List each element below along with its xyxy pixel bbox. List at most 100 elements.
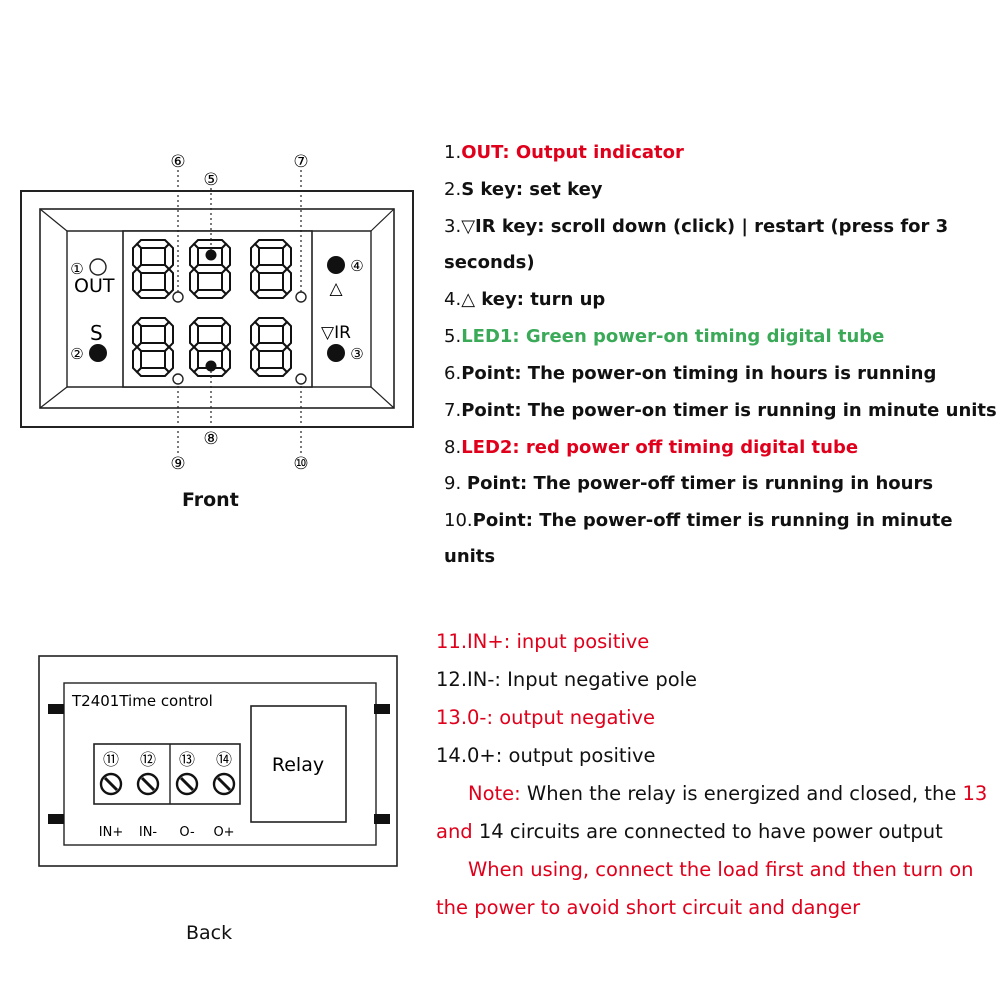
note-line-1: Note: When the relay is energized and cl… bbox=[468, 782, 987, 805]
digit-segment bbox=[164, 345, 174, 374]
back-caption: Back bbox=[186, 922, 233, 944]
marker-10: ⑩ bbox=[293, 454, 308, 474]
back-item-12: 12.IN-: Input negative pole bbox=[436, 668, 698, 691]
digit-segment bbox=[253, 289, 289, 299]
relay-label: Relay bbox=[272, 754, 324, 776]
front-item-line: 8.LED2: red power off timing digital tub… bbox=[444, 437, 858, 458]
digit-segment bbox=[192, 342, 228, 352]
front-item-line: 3.▽IR key: scroll down (click) | restart… bbox=[444, 216, 948, 237]
back-item-14: 14.0+: output positive bbox=[436, 744, 656, 767]
front-item-line: 9. Point: The power-off timer is running… bbox=[444, 473, 933, 494]
front-item-line: 4.△ key: turn up bbox=[444, 289, 605, 310]
front-item-text: S key: set key bbox=[461, 179, 603, 200]
out-indicator-icon bbox=[89, 258, 107, 276]
front-item-number: 5. bbox=[444, 326, 462, 347]
digit-segment bbox=[192, 239, 228, 249]
note-line-2: and 14 circuits are connected to have po… bbox=[436, 820, 943, 843]
screw-slot bbox=[103, 776, 119, 792]
digit-segment bbox=[132, 320, 142, 349]
s-label: S bbox=[90, 321, 103, 345]
digit-segment bbox=[132, 242, 142, 271]
digit-segment bbox=[189, 242, 199, 271]
terminal-number: ⑬ bbox=[179, 750, 195, 769]
down-ir-key-button[interactable] bbox=[327, 344, 345, 362]
note-label: Note: bbox=[468, 782, 521, 805]
marker-1: ① bbox=[70, 260, 83, 278]
digit-segment bbox=[164, 267, 174, 296]
front-item-text: Point: The power-off timer is running in… bbox=[466, 473, 934, 494]
front-item-text: OUT: Output indicator bbox=[461, 142, 684, 163]
front-item-number: 10. bbox=[444, 510, 473, 531]
note-and: and bbox=[436, 820, 473, 843]
point-8 bbox=[205, 360, 217, 372]
front-item-number: 2. bbox=[444, 179, 462, 200]
digit-segment bbox=[192, 317, 228, 327]
note-text-1: When the relay is energized and closed, … bbox=[520, 782, 963, 805]
back-item-11: 11.IN+: input positive bbox=[436, 630, 650, 653]
front-item-text: ▽IR key: scroll down (click) | restart (… bbox=[461, 216, 949, 237]
point-7 bbox=[295, 291, 307, 303]
digit-segment bbox=[250, 320, 260, 349]
digit-segment bbox=[282, 320, 292, 349]
digit-segment bbox=[189, 267, 199, 296]
digit-segment bbox=[189, 345, 199, 374]
digit-segment bbox=[192, 264, 228, 274]
digit-segment bbox=[135, 342, 171, 352]
digit-segment bbox=[221, 345, 231, 374]
front-item-text: △ key: turn up bbox=[461, 289, 606, 310]
marker-4: ④ bbox=[350, 257, 363, 275]
digit-segment bbox=[253, 342, 289, 352]
front-item-number: 4. bbox=[444, 289, 462, 310]
point-10 bbox=[295, 373, 307, 385]
digit-segment bbox=[135, 317, 171, 327]
s-key-button[interactable] bbox=[89, 344, 107, 362]
front-item-line: units bbox=[444, 546, 495, 567]
digit-segment bbox=[135, 239, 171, 249]
terminal-number: ⑪ bbox=[103, 750, 119, 769]
terminal-label-o-plus: O+ bbox=[213, 825, 234, 840]
up-label: △ bbox=[329, 279, 343, 299]
digit-segment bbox=[221, 267, 231, 296]
digit-segment bbox=[192, 289, 228, 299]
digit-segment bbox=[253, 264, 289, 274]
front-item-number: 9. bbox=[444, 473, 467, 494]
back-legend-list: 11.IN+: input positive 12.IN-: Input neg… bbox=[436, 630, 996, 930]
front-caption: Front bbox=[182, 489, 239, 511]
back-item-13: 13.0-: output negative bbox=[436, 706, 656, 729]
screw-slot bbox=[216, 776, 232, 792]
front-item-line: seconds) bbox=[444, 252, 535, 273]
terminal-label-in-plus: IN+ bbox=[99, 825, 123, 840]
screw-slot bbox=[179, 776, 195, 792]
digit-segment bbox=[253, 367, 289, 377]
terminal-number: ⑫ bbox=[140, 750, 156, 769]
point-6 bbox=[172, 291, 184, 303]
front-item-text: seconds) bbox=[444, 252, 535, 273]
front-item-text: LED1: Green power-on timing digital tube bbox=[461, 326, 885, 347]
digit-segment bbox=[221, 242, 231, 271]
marker-3: ③ bbox=[350, 345, 363, 363]
digit-segment bbox=[282, 242, 292, 271]
out-label: OUT bbox=[74, 275, 115, 297]
digit-segment bbox=[253, 317, 289, 327]
digit-segment bbox=[282, 345, 292, 374]
front-item-text: Point: The power-on timing in hours is r… bbox=[461, 363, 937, 384]
up-key-button[interactable] bbox=[327, 256, 345, 274]
front-item-line: 6.Point: The power-on timing in hours is… bbox=[444, 363, 936, 384]
seven-segment-digits bbox=[132, 239, 292, 377]
front-item-line: 1.OUT: Output indicator bbox=[444, 142, 684, 163]
screw-slot bbox=[140, 776, 156, 792]
digit-segment bbox=[253, 239, 289, 249]
digit-segment bbox=[221, 320, 231, 349]
marker-5: ⑤ bbox=[203, 170, 218, 190]
front-panel-diagram: ① OUT S ② ④ △ ▽IR ③ ⑥ ⑤ ⑦ ⑧ ⑨ ⑩ bbox=[20, 152, 414, 474]
marker-2: ② bbox=[70, 345, 83, 363]
terminal-label-o-minus: O- bbox=[179, 825, 195, 840]
point-5 bbox=[205, 249, 217, 261]
digit-segment bbox=[164, 242, 174, 271]
digit-segment bbox=[164, 320, 174, 349]
digit-segment bbox=[189, 320, 199, 349]
digit-segment bbox=[135, 264, 171, 274]
digit-segment bbox=[250, 345, 260, 374]
terminal-number: ⑭ bbox=[216, 750, 232, 769]
